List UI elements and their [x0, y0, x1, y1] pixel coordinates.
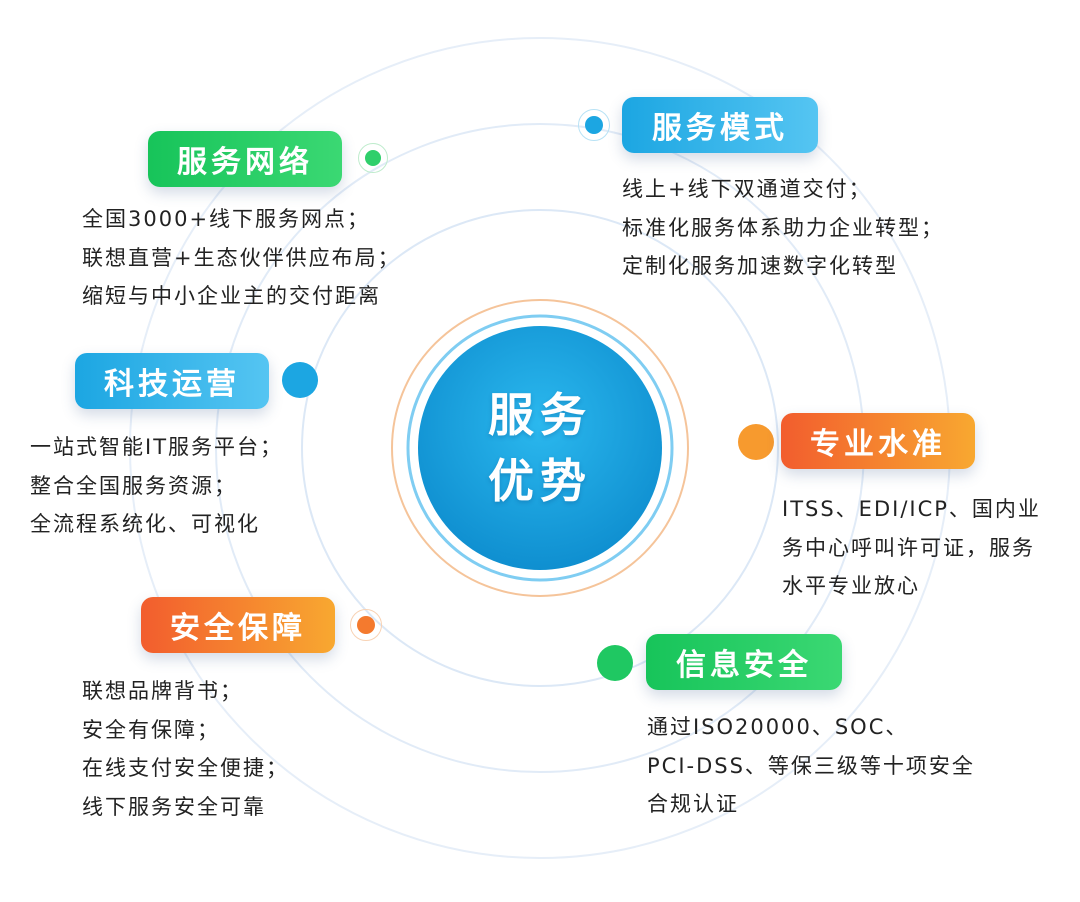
tech-line-2: 整合全国服务资源； [30, 473, 237, 498]
network-dot-icon [365, 150, 381, 166]
safe-line-3: 在线支付安全便捷； [82, 756, 289, 780]
info-line-3: 合规认证 [647, 792, 739, 816]
network-ring-icon [358, 143, 388, 173]
section-title-tech: 科技运营 [75, 353, 269, 409]
safe-line-1: 联想品牌背书； [82, 679, 243, 703]
center-halo-ring [391, 299, 689, 597]
section-title-pro: 专业水准 [781, 413, 975, 469]
info-description: 通过ISO20000、SOC、 PCI-DSS、等保三级等十项安全 合规认证 [647, 708, 975, 824]
safe-line-2: 安全有保障； [82, 717, 220, 742]
pro-dot-icon [738, 424, 774, 460]
section-title-info: 信息安全 [646, 634, 842, 690]
inner-ring [301, 209, 779, 687]
mode-line-2: 标准化服务体系助力企业转型； [622, 215, 944, 240]
info-line-1: 通过ISO20000、SOC、 [647, 715, 909, 739]
safe-ring-icon [350, 609, 382, 641]
network-line-1: 全国3000+线下服务网点； [82, 207, 371, 231]
pro-line-2: 务中心呼叫许可证，服务 [782, 535, 1035, 560]
center-title-line2: 优势 [488, 454, 592, 508]
safe-dot-icon [357, 616, 375, 634]
network-description: 全国3000+线下服务网点； 联想直营+生态伙伴供应布局； 缩短与中小企业主的交… [82, 200, 401, 316]
section-title-safe: 安全保障 [141, 597, 335, 653]
center-title-line1: 服务 [488, 388, 592, 442]
network-line-2: 联想直营+生态伙伴供应布局； [82, 245, 401, 270]
tech-line-3: 全流程系统化、可视化 [30, 512, 260, 536]
section-title-network: 服务网络 [148, 131, 342, 187]
safe-line-4: 线下服务安全可靠 [82, 794, 266, 819]
pro-line-1: ITSS、EDI/ICP、国内业 [782, 497, 1041, 521]
mode-description: 线上+线下双通道交付； 标准化服务体系助力企业转型； 定制化服务加速数字化转型 [622, 170, 944, 286]
pro-line-3: 水平专业放心 [782, 574, 920, 598]
pro-description: ITSS、EDI/ICP、国内业 务中心呼叫许可证，服务 水平专业放心 [782, 490, 1041, 606]
mode-line-3: 定制化服务加速数字化转型 [622, 254, 898, 278]
info-dot-icon [597, 645, 633, 681]
mode-dot-icon [585, 116, 603, 134]
info-line-2: PCI-DSS、等保三级等十项安全 [647, 753, 975, 778]
network-line-3: 缩短与中小企业主的交付距离 [82, 284, 381, 308]
mode-ring-icon [578, 109, 610, 141]
mode-line-1: 线上+线下双通道交付； [622, 177, 872, 201]
center-title: 服务 优势 [440, 378, 640, 518]
safe-description: 联想品牌背书； 安全有保障； 在线支付安全便捷； 线下服务安全可靠 [82, 672, 289, 826]
tech-description: 一站式智能IT服务平台； 整合全国服务资源； 全流程系统化、可视化 [30, 428, 283, 544]
tech-line-1: 一站式智能IT服务平台； [30, 435, 284, 459]
tech-dot-icon [282, 362, 318, 398]
center-circle [418, 326, 662, 570]
section-title-mode: 服务模式 [622, 97, 818, 153]
